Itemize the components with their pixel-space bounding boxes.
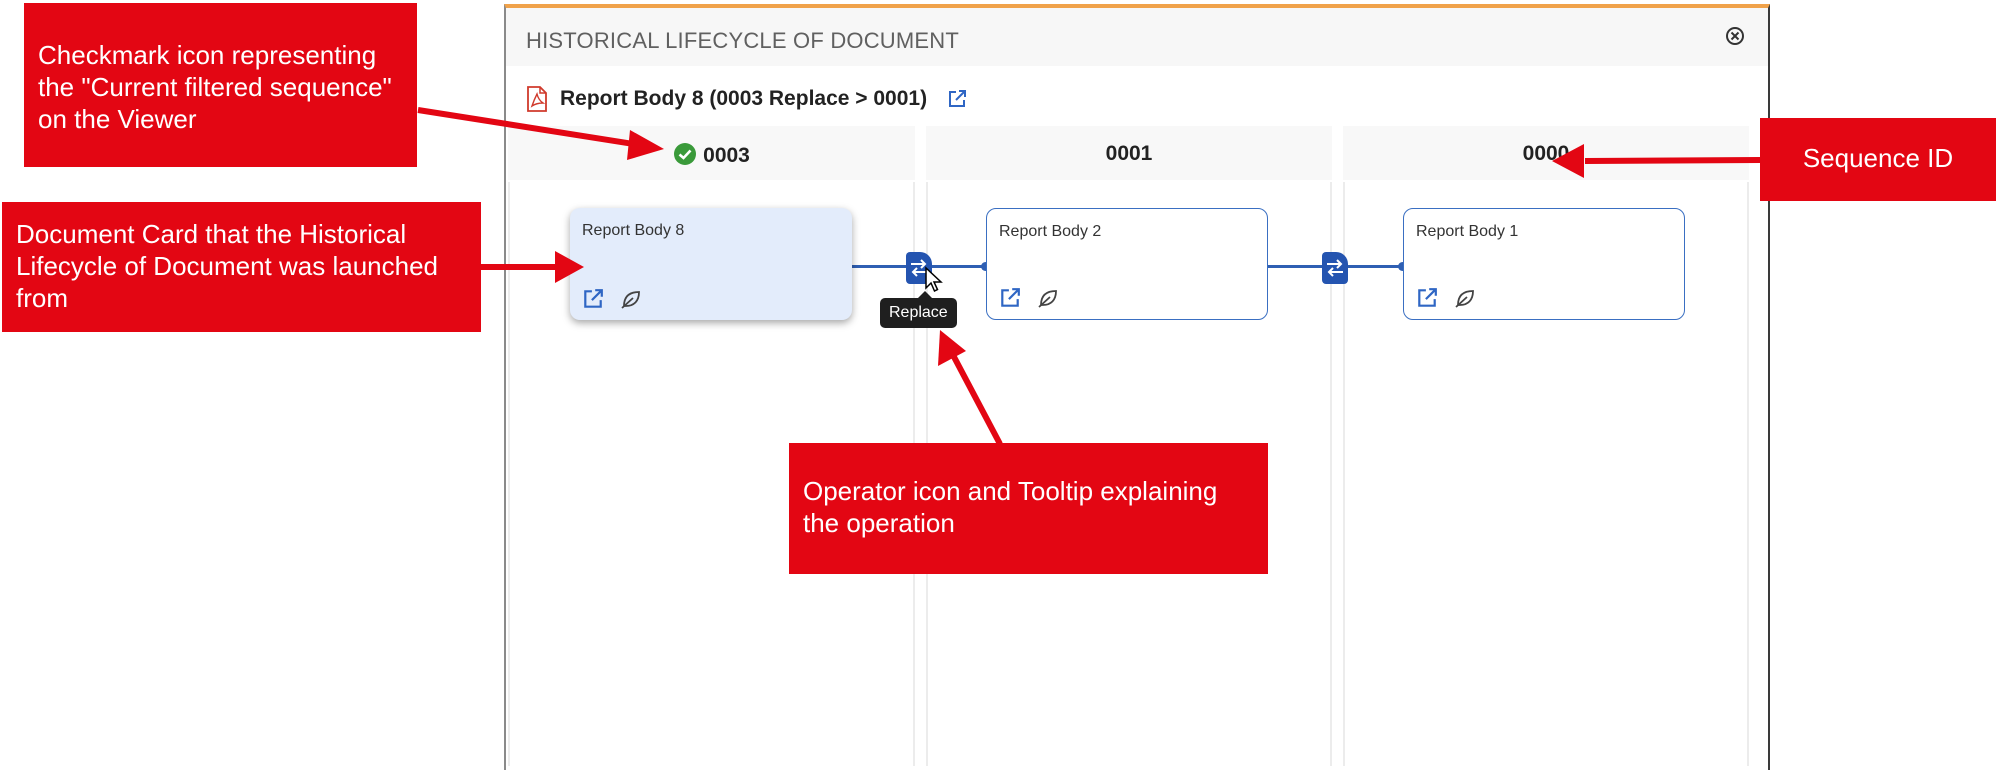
document-card[interactable]: Report Body 2 xyxy=(986,208,1268,320)
mouse-cursor-icon xyxy=(925,266,943,293)
external-link-icon[interactable] xyxy=(1416,287,1438,309)
connector-dot xyxy=(981,262,990,271)
card-title: Report Body 1 xyxy=(1416,223,1519,240)
annotation-checkmark: Checkmark icon representing the "Current… xyxy=(24,3,417,167)
sequence-header: 0000 xyxy=(1343,126,1749,182)
close-icon[interactable] xyxy=(1726,27,1744,45)
card-title: Report Body 8 xyxy=(582,222,685,239)
card-title: Report Body 2 xyxy=(999,223,1102,240)
checkmark-icon xyxy=(674,143,697,165)
lifecycle-dialog: HISTORICAL LIFECYCLE OF DOCUMENT Report … xyxy=(504,4,1770,770)
annotation-sequence-id: Sequence ID xyxy=(1760,118,1996,201)
sequence-header: 0003 xyxy=(508,126,915,182)
tooltip: Replace xyxy=(880,291,957,328)
sequence-id: 0003 xyxy=(703,144,750,167)
sequence-header: 0001 xyxy=(926,126,1332,182)
document-title-row: Report Body 8 (0003 Replace > 0001) xyxy=(526,84,967,114)
dialog-title: HISTORICAL LIFECYCLE OF DOCUMENT xyxy=(526,28,960,53)
sequence-id: 0000 xyxy=(1522,142,1570,165)
pdf-icon xyxy=(527,86,547,112)
leaf-icon[interactable] xyxy=(620,288,642,310)
replace-icon[interactable] xyxy=(1322,252,1348,284)
connector-dot xyxy=(1398,262,1407,271)
dialog-header: HISTORICAL LIFECYCLE OF DOCUMENT xyxy=(506,8,1768,66)
leaf-icon[interactable] xyxy=(1037,287,1059,309)
external-link-icon[interactable] xyxy=(999,287,1021,309)
annotation-document-card: Document Card that the Historical Lifecy… xyxy=(2,202,481,332)
document-card-active[interactable]: Report Body 8 xyxy=(570,208,852,320)
document-card[interactable]: Report Body 1 xyxy=(1403,208,1685,320)
sequence-id: 0001 xyxy=(1105,142,1153,165)
external-link-icon[interactable] xyxy=(582,288,604,310)
leaf-icon[interactable] xyxy=(1454,287,1476,309)
document-title: Report Body 8 (0003 Replace > 0001) xyxy=(560,87,928,110)
annotation-operator: Operator icon and Tooltip explaining the… xyxy=(789,443,1268,574)
external-link-icon[interactable] xyxy=(947,89,967,109)
